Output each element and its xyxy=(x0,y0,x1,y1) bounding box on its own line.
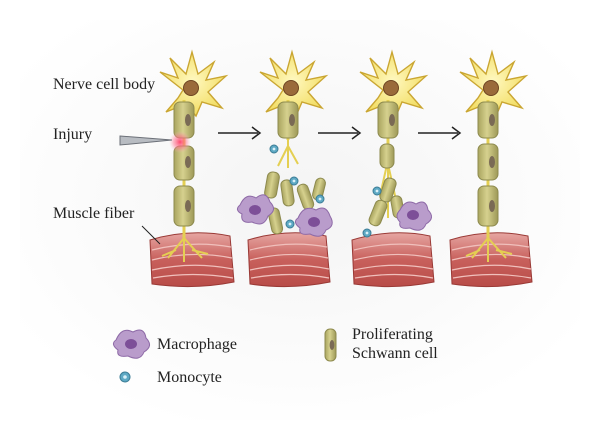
axon-terminals-4 xyxy=(465,237,513,262)
neuron-nucleus-2 xyxy=(283,80,299,96)
arrow-1 xyxy=(218,126,262,140)
muscle-fiber-2 xyxy=(247,232,331,288)
schwann-cell-2 xyxy=(277,101,299,139)
legend-monocyte-icon xyxy=(119,371,131,383)
stage-3-regeneration xyxy=(351,49,435,288)
regrowing-sprouts-2 xyxy=(277,140,299,168)
macrophage-2a xyxy=(236,194,274,225)
stage-1-injured-neuron xyxy=(119,49,235,288)
neuron-nucleus-4 xyxy=(483,80,499,96)
label-nerve-cell-body: Nerve cell body xyxy=(53,76,156,93)
axon-terminals-1 xyxy=(161,237,209,262)
injury-site xyxy=(169,131,191,153)
legend-label-schwann-line2: Schwann cell xyxy=(352,345,438,362)
legend-label-macrophage: Macrophage xyxy=(157,336,237,353)
macrophage-2b xyxy=(294,207,333,237)
muscle-fiber-1 xyxy=(149,232,235,288)
neuron-nucleus-1 xyxy=(183,80,199,96)
injury-blade xyxy=(119,135,173,146)
legend xyxy=(112,328,337,383)
label-injury: Injury xyxy=(53,126,93,143)
schwann-cell-3 xyxy=(377,101,399,139)
stage-4-restored-neuron xyxy=(449,49,533,288)
degenerating-schwann-cells xyxy=(264,171,326,235)
legend-macrophage-icon xyxy=(112,329,150,359)
legend-schwann-cell-icon xyxy=(324,328,337,362)
label-muscle-fiber: Muscle fiber xyxy=(53,205,135,222)
muscle-fiber-leader-line xyxy=(141,225,161,245)
legend-label-monocyte: Monocyte xyxy=(157,369,222,386)
monocytes-3 xyxy=(362,186,382,238)
arrow-3 xyxy=(418,126,462,140)
muscle-fiber-3 xyxy=(351,232,435,288)
monocytes-2 xyxy=(269,144,325,229)
stage-2-degeneration xyxy=(236,49,333,288)
arrow-2 xyxy=(318,126,362,140)
muscle-fiber-4 xyxy=(449,232,533,288)
schwann-cells-4 xyxy=(477,101,499,227)
neuron-nucleus-3 xyxy=(383,80,399,96)
macrophage-3 xyxy=(396,201,432,231)
schwann-cells-1 xyxy=(173,101,195,227)
legend-label-schwann-line1: Proliferating xyxy=(352,326,433,343)
